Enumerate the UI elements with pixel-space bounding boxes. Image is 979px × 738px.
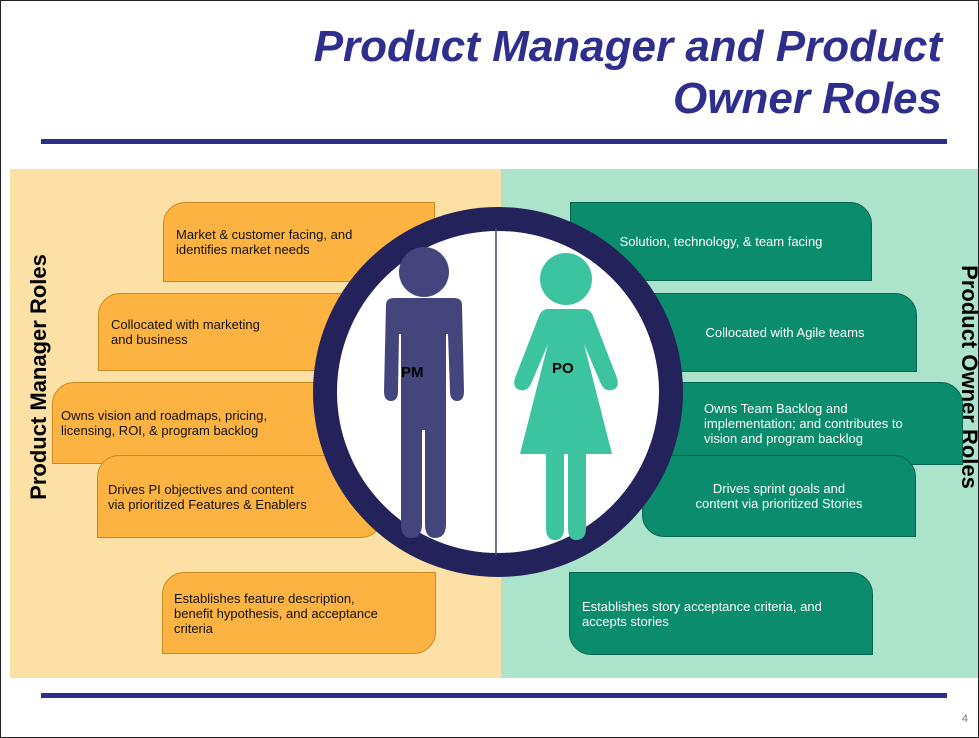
roles-circle-graphic — [313, 207, 683, 577]
po-role-box: Collocated with Agile teams — [653, 293, 917, 372]
circle-ring — [313, 207, 683, 577]
pm-role-box: Collocated with marketing and business — [98, 293, 350, 371]
product-owner-roles-label: Product Owner Roles — [957, 265, 979, 489]
pm-role-box: Owns vision and roadmaps, pricing, licen… — [52, 382, 338, 464]
title-divider — [41, 139, 947, 144]
po-role-text: Establishes story acceptance criteria, a… — [582, 598, 822, 629]
po-label: PO — [552, 360, 574, 377]
product-manager-roles-label: Product Manager Roles — [26, 254, 51, 500]
woman-icon — [514, 253, 618, 540]
pm-label: PM — [401, 364, 424, 381]
po-role-text: Drives sprint goals and content via prio… — [695, 481, 863, 511]
roles-circle: PM PO — [312, 206, 684, 578]
po-role-text: Owns Team Backlog and implementation; an… — [704, 401, 903, 446]
pm-role-box: Establishes feature description, benefit… — [162, 572, 436, 654]
po-role-box: Establishes story acceptance criteria, a… — [569, 572, 873, 655]
slide-title: Product Manager and Product Owner Roles — [313, 22, 942, 123]
po-role-text: Collocated with Agile teams — [705, 325, 865, 340]
pm-role-text: Drives PI objectives and content via pri… — [108, 481, 307, 512]
pm-role-text: Market & customer facing, and identifies… — [176, 227, 353, 257]
pm-role-text: Owns vision and roadmaps, pricing, licen… — [61, 408, 267, 438]
footer-divider — [41, 693, 947, 698]
po-role-text: Solution, technology, & team facing — [619, 234, 823, 249]
page-number: 4 — [961, 713, 968, 725]
pm-role-text: Collocated with marketing and business — [111, 317, 260, 347]
man-icon — [384, 247, 464, 538]
pm-role-text: Establishes feature description, benefit… — [174, 590, 378, 636]
po-role-box: Owns Team Backlog and implementation; an… — [667, 382, 963, 465]
